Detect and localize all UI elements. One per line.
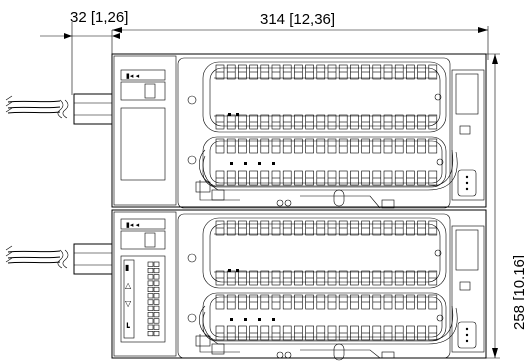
ribbon-contact	[147, 312, 154, 318]
ribbon-contact	[153, 312, 160, 318]
svg-text:▽: ▽	[125, 299, 132, 308]
ribbon-contact	[153, 318, 160, 324]
svg-text:▮◂ ◂: ▮◂ ◂	[126, 72, 140, 80]
ribbon-contact	[153, 330, 160, 337]
ribbon-contact	[153, 267, 160, 274]
upper-control-panel: ▮◂ ◂	[120, 69, 166, 181]
cable-lower	[5, 243, 115, 275]
width-label: 314 [12,36]	[260, 11, 335, 28]
ribbon-contact	[147, 280, 154, 286]
svg-text:△: △	[125, 281, 132, 290]
upper-module: ▮◂ ◂	[111, 53, 487, 209]
ribbon-contact	[147, 274, 154, 280]
svg-text:▮◂ ◂: ▮◂ ◂	[126, 221, 140, 229]
ribbon-contact	[153, 280, 160, 286]
ribbon-contact	[153, 293, 160, 299]
ribbon-contact	[147, 286, 154, 293]
lower-connector-top	[202, 217, 447, 289]
ribbon-contact	[153, 324, 160, 330]
ribbon-contact	[147, 261, 154, 267]
ribbon-contact	[147, 305, 154, 311]
lower-module: ▮◂ ◂ ▮ △ ▽ ┗	[111, 209, 487, 361]
lower-right-module	[451, 225, 485, 353]
ribbon-contact	[153, 274, 160, 280]
ribbon-contact	[147, 324, 154, 330]
svg-text:┗: ┗	[125, 322, 130, 332]
svg-text:▮: ▮	[125, 263, 129, 272]
ribbon-contact	[147, 299, 154, 305]
upper-connector-bottom	[202, 136, 447, 188]
dimension-cable-offset: 32 [1,26]	[40, 9, 128, 95]
upper-connector-top	[202, 61, 447, 133]
cable-offset-label: 32 [1,26]	[70, 9, 128, 26]
height-label: 258 [10.16]	[511, 255, 524, 330]
ribbon-contact	[147, 293, 154, 299]
cable-upper	[5, 93, 115, 125]
ribbon-contact	[147, 267, 154, 274]
ribbon-contact	[147, 318, 154, 324]
upper-right-module	[451, 69, 485, 201]
dimension-height: 258 [10.16]	[480, 53, 524, 359]
ribbon-contact	[153, 261, 160, 267]
ribbon-contact	[147, 330, 154, 337]
ribbon-contact	[153, 305, 160, 311]
ribbon-contact	[153, 299, 160, 305]
ribbon-contact	[153, 286, 160, 293]
dimension-width: 314 [12,36]	[112, 11, 489, 60]
lower-connector-bottom	[202, 292, 447, 342]
lower-control-panel: ▮◂ ◂ ▮ △ ▽ ┗	[120, 218, 166, 343]
